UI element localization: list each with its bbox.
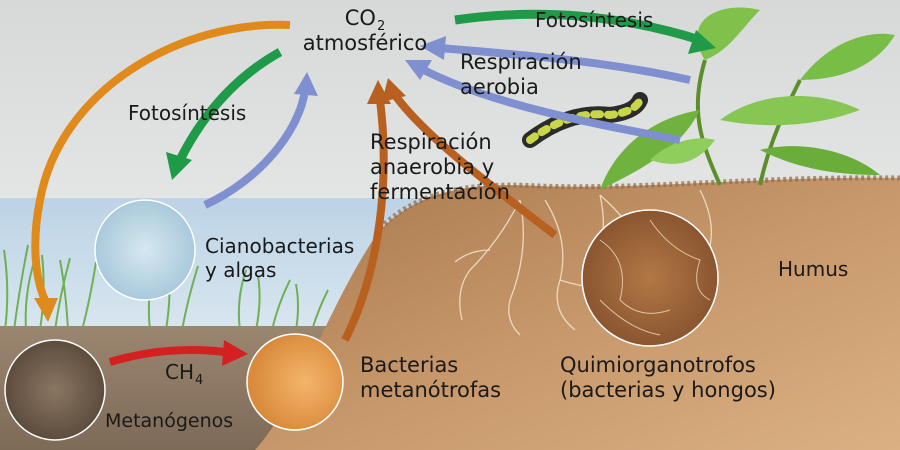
arrow-methanogenesis [31, 20, 291, 302]
anaerobic-line2: anaerobia y [370, 155, 495, 180]
plants [600, 7, 895, 190]
photosynthesis-water-label: Fotosíntesis [128, 101, 247, 125]
arrowhead-anaerobic-1 [382, 78, 406, 102]
methanogens-label: Metanógenos [105, 410, 234, 432]
cyanobacteria-label: Cianobacterias y algas [205, 234, 354, 282]
ch4-subscript: 4 [195, 373, 204, 388]
arrow-cyanobacteria-respiration [203, 89, 309, 209]
photosynthesis-plants-label: Fotosíntesis [535, 8, 654, 32]
cyanobacteria-line1: Cianobacterias [205, 234, 355, 258]
arrow-anaerobic-2 [341, 99, 388, 342]
ch4-text: CH [165, 360, 195, 384]
cyanobacteria-circle [94, 199, 196, 301]
arrow-aerobic-respiration-2 [418, 64, 681, 144]
arrowhead-aerobic-respiration-2 [405, 60, 432, 80]
soil-surface [378, 175, 900, 230]
methanotrophs-circle [246, 333, 344, 431]
arrowhead-cyanobacteria-respiration [294, 72, 318, 96]
co2-subscript: 2 [376, 19, 386, 34]
anaerobic-line3: fermentación [370, 180, 510, 205]
co2-atmospheric-text: atmosférico [302, 31, 428, 56]
arrowhead-anaerobic-2 [367, 80, 391, 104]
chemoorganotrophs-line2: (bacterias y hongos) [560, 378, 776, 403]
co2-text: CO [344, 6, 376, 30]
soil-hill [255, 177, 900, 450]
arrowhead-aerobic-respiration [420, 36, 446, 60]
aerobic-respiration-label: Respiración aerobia [460, 50, 582, 100]
humus-label: Humus [778, 257, 849, 281]
arrow-photosynthesis-water [175, 48, 283, 163]
arrow-photosynthesis-plants [454, 9, 702, 45]
arrow-anaerobic-1 [391, 92, 558, 239]
methanotrophs-label: Bacterias metanótrofas [360, 353, 501, 403]
arrow-methane [108, 346, 226, 366]
methanogens-circle [4, 339, 106, 441]
chemoorganotrophs-hyphae [599, 219, 711, 336]
aerobic-respiration-line2: aerobia [460, 75, 539, 100]
anaerobic-respiration-label: Respiración anaerobia y fermentación [370, 130, 510, 206]
co2-label: CO2 atmosférico [295, 6, 435, 56]
arrowhead-photosynthesis-plants [688, 30, 716, 54]
cyanobacteria-line2: y algas [205, 258, 277, 282]
chemoorganotrophs-line1: Quimiorganotrofos [560, 353, 756, 377]
chemoorganotrophs-circle [581, 209, 719, 347]
methanotrophs-line2: metanótrofas [360, 378, 502, 403]
arrowhead-methane [222, 340, 248, 366]
arrowhead-photosynthesis-water [166, 152, 192, 180]
caterpillar-illustration [522, 92, 648, 148]
methanotrophs-line1: Bacterias [360, 353, 459, 377]
anaerobic-line1: Respiración [370, 130, 492, 154]
arrowhead-methanogenesis [34, 298, 58, 322]
arrow-aerobic-respiration [439, 44, 691, 84]
ch4-label: CH4 [165, 360, 203, 388]
aerobic-respiration-line1: Respiración [460, 50, 582, 74]
chemoorganotrophs-label: Quimiorganotrofos (bacterias y hongos) [560, 353, 776, 403]
